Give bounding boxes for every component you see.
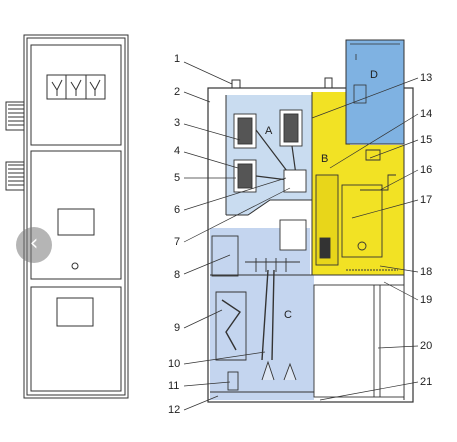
callout-16: 16 xyxy=(420,164,432,176)
callout-3: 3 xyxy=(174,117,180,129)
callout-13: 13 xyxy=(420,72,432,84)
breaker-mechanism xyxy=(315,149,398,271)
zone-d-label: D xyxy=(370,69,378,81)
callout-7: 7 xyxy=(174,236,180,248)
callout-4: 4 xyxy=(174,145,180,157)
callout-1: 1 xyxy=(174,53,180,65)
callout-20: 20 xyxy=(420,340,432,352)
callout-10: 10 xyxy=(168,358,180,370)
rear-compartment xyxy=(313,284,405,398)
callout-11: 11 xyxy=(168,380,179,392)
callout-15: 15 xyxy=(420,134,432,146)
busbar-bushings xyxy=(233,109,303,193)
zone-a-label: A xyxy=(265,125,273,137)
zone-c-label: C xyxy=(284,309,292,321)
callout-21: 21 xyxy=(420,376,432,388)
callout-2: 2 xyxy=(174,86,180,98)
callout-17: 17 xyxy=(420,194,432,206)
previous-image-button[interactable]: ‹ xyxy=(16,227,52,263)
callout-14: 14 xyxy=(420,108,432,120)
zone-b-label: B xyxy=(321,153,328,165)
callout-19: 19 xyxy=(420,294,432,306)
callout-18: 18 xyxy=(420,266,432,278)
zone-c-area xyxy=(210,228,310,400)
callout-9: 9 xyxy=(174,322,180,334)
front-view-cabinet xyxy=(5,34,129,399)
callout-5: 5 xyxy=(174,172,180,184)
cable-compartment-parts xyxy=(210,219,320,393)
callout-12: 12 xyxy=(168,404,180,416)
zone-d-area xyxy=(345,39,405,145)
chevron-left-icon: ‹ xyxy=(29,231,39,256)
cross-section xyxy=(207,39,414,403)
leader-lines xyxy=(183,61,419,411)
callout-8: 8 xyxy=(174,269,180,281)
callout-6: 6 xyxy=(174,204,180,216)
cable-bushings-left xyxy=(5,101,25,191)
